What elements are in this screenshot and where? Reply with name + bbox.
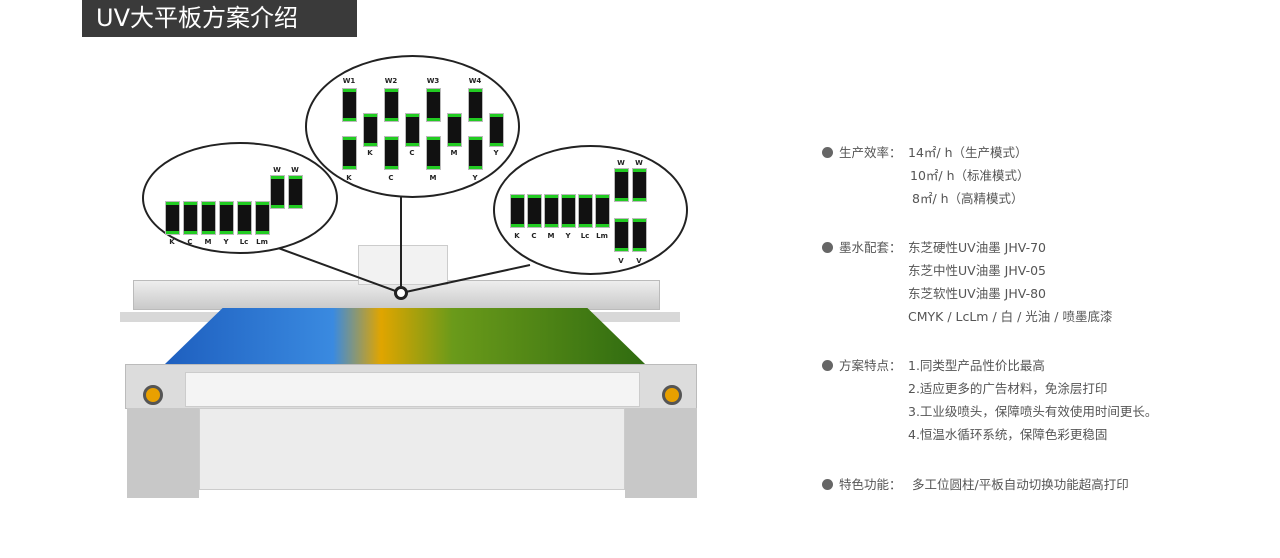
printhead <box>614 168 629 202</box>
printhead-label: C <box>187 238 193 246</box>
spec-line: 东芝中性UV油墨 JHV-05 <box>908 263 1046 278</box>
spec-line: 14㎡/ h（生产模式） <box>908 145 1028 160</box>
printhead <box>288 175 303 209</box>
printhead-label: Lc <box>580 232 590 240</box>
printhead <box>489 113 504 147</box>
printhead <box>632 218 647 252</box>
printhead <box>237 201 252 235</box>
printhead-label: K <box>367 149 373 157</box>
printhead <box>270 175 285 209</box>
connector-dot <box>394 286 408 300</box>
spec-line: 多工位圆柱/平板自动切换功能超高打印 <box>912 477 1129 492</box>
spec-label: 方案特点： <box>839 358 902 373</box>
printhead <box>219 201 234 235</box>
spec-line: 4.恒温水循环系统，保障色彩更稳固 <box>908 427 1108 442</box>
printhead-label: W <box>635 159 643 167</box>
printhead <box>342 136 357 170</box>
spec-line: 1.同类型产品性价比最高 <box>908 358 1045 373</box>
bullet-icon <box>822 479 833 490</box>
printhead-label: Y <box>565 232 571 240</box>
printhead-label: V <box>636 257 642 265</box>
printhead-label: W3 <box>426 77 440 85</box>
printhead <box>426 88 441 122</box>
printhead <box>632 168 647 202</box>
printhead-label: V <box>618 257 624 265</box>
right-printhead-circle: K C M Y Lc Lm W V W V <box>493 145 688 275</box>
spec-group: 方案特点： 1.同类型产品性价比最高 2.适应更多的广告材料，免涂层打印 3.工业级喷… <box>822 355 1157 442</box>
printhead <box>384 88 399 122</box>
printhead <box>510 194 525 228</box>
left-printhead-circle: K C M Y Lc Lm W W <box>142 142 338 254</box>
spec-line: 3.工业级喷头，保障喷头有效使用时间更长。 <box>908 404 1158 419</box>
spec-line: 2.适应更多的广告材料，免涂层打印 <box>908 381 1108 396</box>
printhead-label: Lm <box>256 238 268 246</box>
printhead <box>363 113 378 147</box>
printhead-label: K <box>514 232 520 240</box>
printhead <box>578 194 593 228</box>
printhead-label: M <box>429 174 437 182</box>
printhead-label: C <box>409 149 415 157</box>
spec-group: 特色功能： 多工位圆柱/平板自动切换功能超高打印 <box>822 474 1129 493</box>
printhead <box>255 201 270 235</box>
printhead-label: C <box>388 174 394 182</box>
printhead-label: M <box>547 232 555 240</box>
printhead-label: Y <box>472 174 478 182</box>
printhead-label: W <box>291 166 299 174</box>
spec-line: 东芝软性UV油墨 JHV-80 <box>908 286 1046 301</box>
spec-group: 墨水配套： 东芝硬性UV油墨 JHV-70 东芝中性UV油墨 JHV-05 东芝软性U… <box>822 237 1112 324</box>
spec-line: 8㎡/ h（高精模式） <box>912 191 1024 206</box>
printhead <box>426 136 441 170</box>
printhead <box>384 136 399 170</box>
spec-label: 墨水配套： <box>839 240 902 255</box>
printhead-label: M <box>450 149 458 157</box>
printhead <box>447 113 462 147</box>
printhead-label: M <box>204 238 212 246</box>
printhead <box>595 194 610 228</box>
printhead <box>405 113 420 147</box>
printhead-label: Lm <box>596 232 608 240</box>
printhead-label: K <box>346 174 352 182</box>
spec-line: CMYK / LcLm / 白 / 光油 / 喷墨底漆 <box>908 309 1113 324</box>
spec-line: 10㎡/ h（标准模式） <box>910 168 1030 183</box>
spec-label: 特色功能： <box>839 477 902 492</box>
printhead-label: W4 <box>468 77 482 85</box>
printhead <box>527 194 542 228</box>
spec-group: 生产效率： 14㎡/ h（生产模式） 10㎡/ h（标准模式） 8㎡/ h（高精模式） <box>822 142 1030 206</box>
spec-line: 东芝硬性UV油墨 JHV-70 <box>908 240 1046 255</box>
printhead-label: W <box>273 166 281 174</box>
printhead <box>468 136 483 170</box>
printhead <box>165 201 180 235</box>
connector-line <box>400 170 402 290</box>
printhead-label: C <box>531 232 537 240</box>
printhead-label: K <box>169 238 175 246</box>
printhead-label: Lc <box>239 238 249 246</box>
printhead <box>201 201 216 235</box>
bullet-icon <box>822 242 833 253</box>
printhead-label: Y <box>223 238 229 246</box>
printhead <box>544 194 559 228</box>
printhead <box>614 218 629 252</box>
bullet-icon <box>822 147 833 158</box>
spec-label: 生产效率： <box>839 145 902 160</box>
page-title: UV大平板方案介绍 <box>82 0 357 37</box>
printhead <box>561 194 576 228</box>
printhead-label: Y <box>493 149 499 157</box>
printhead <box>183 201 198 235</box>
printhead-label: W2 <box>384 77 398 85</box>
printhead-label: W <box>617 159 625 167</box>
printhead-label: W1 <box>342 77 356 85</box>
bullet-icon <box>822 360 833 371</box>
printhead <box>468 88 483 122</box>
printhead <box>342 88 357 122</box>
